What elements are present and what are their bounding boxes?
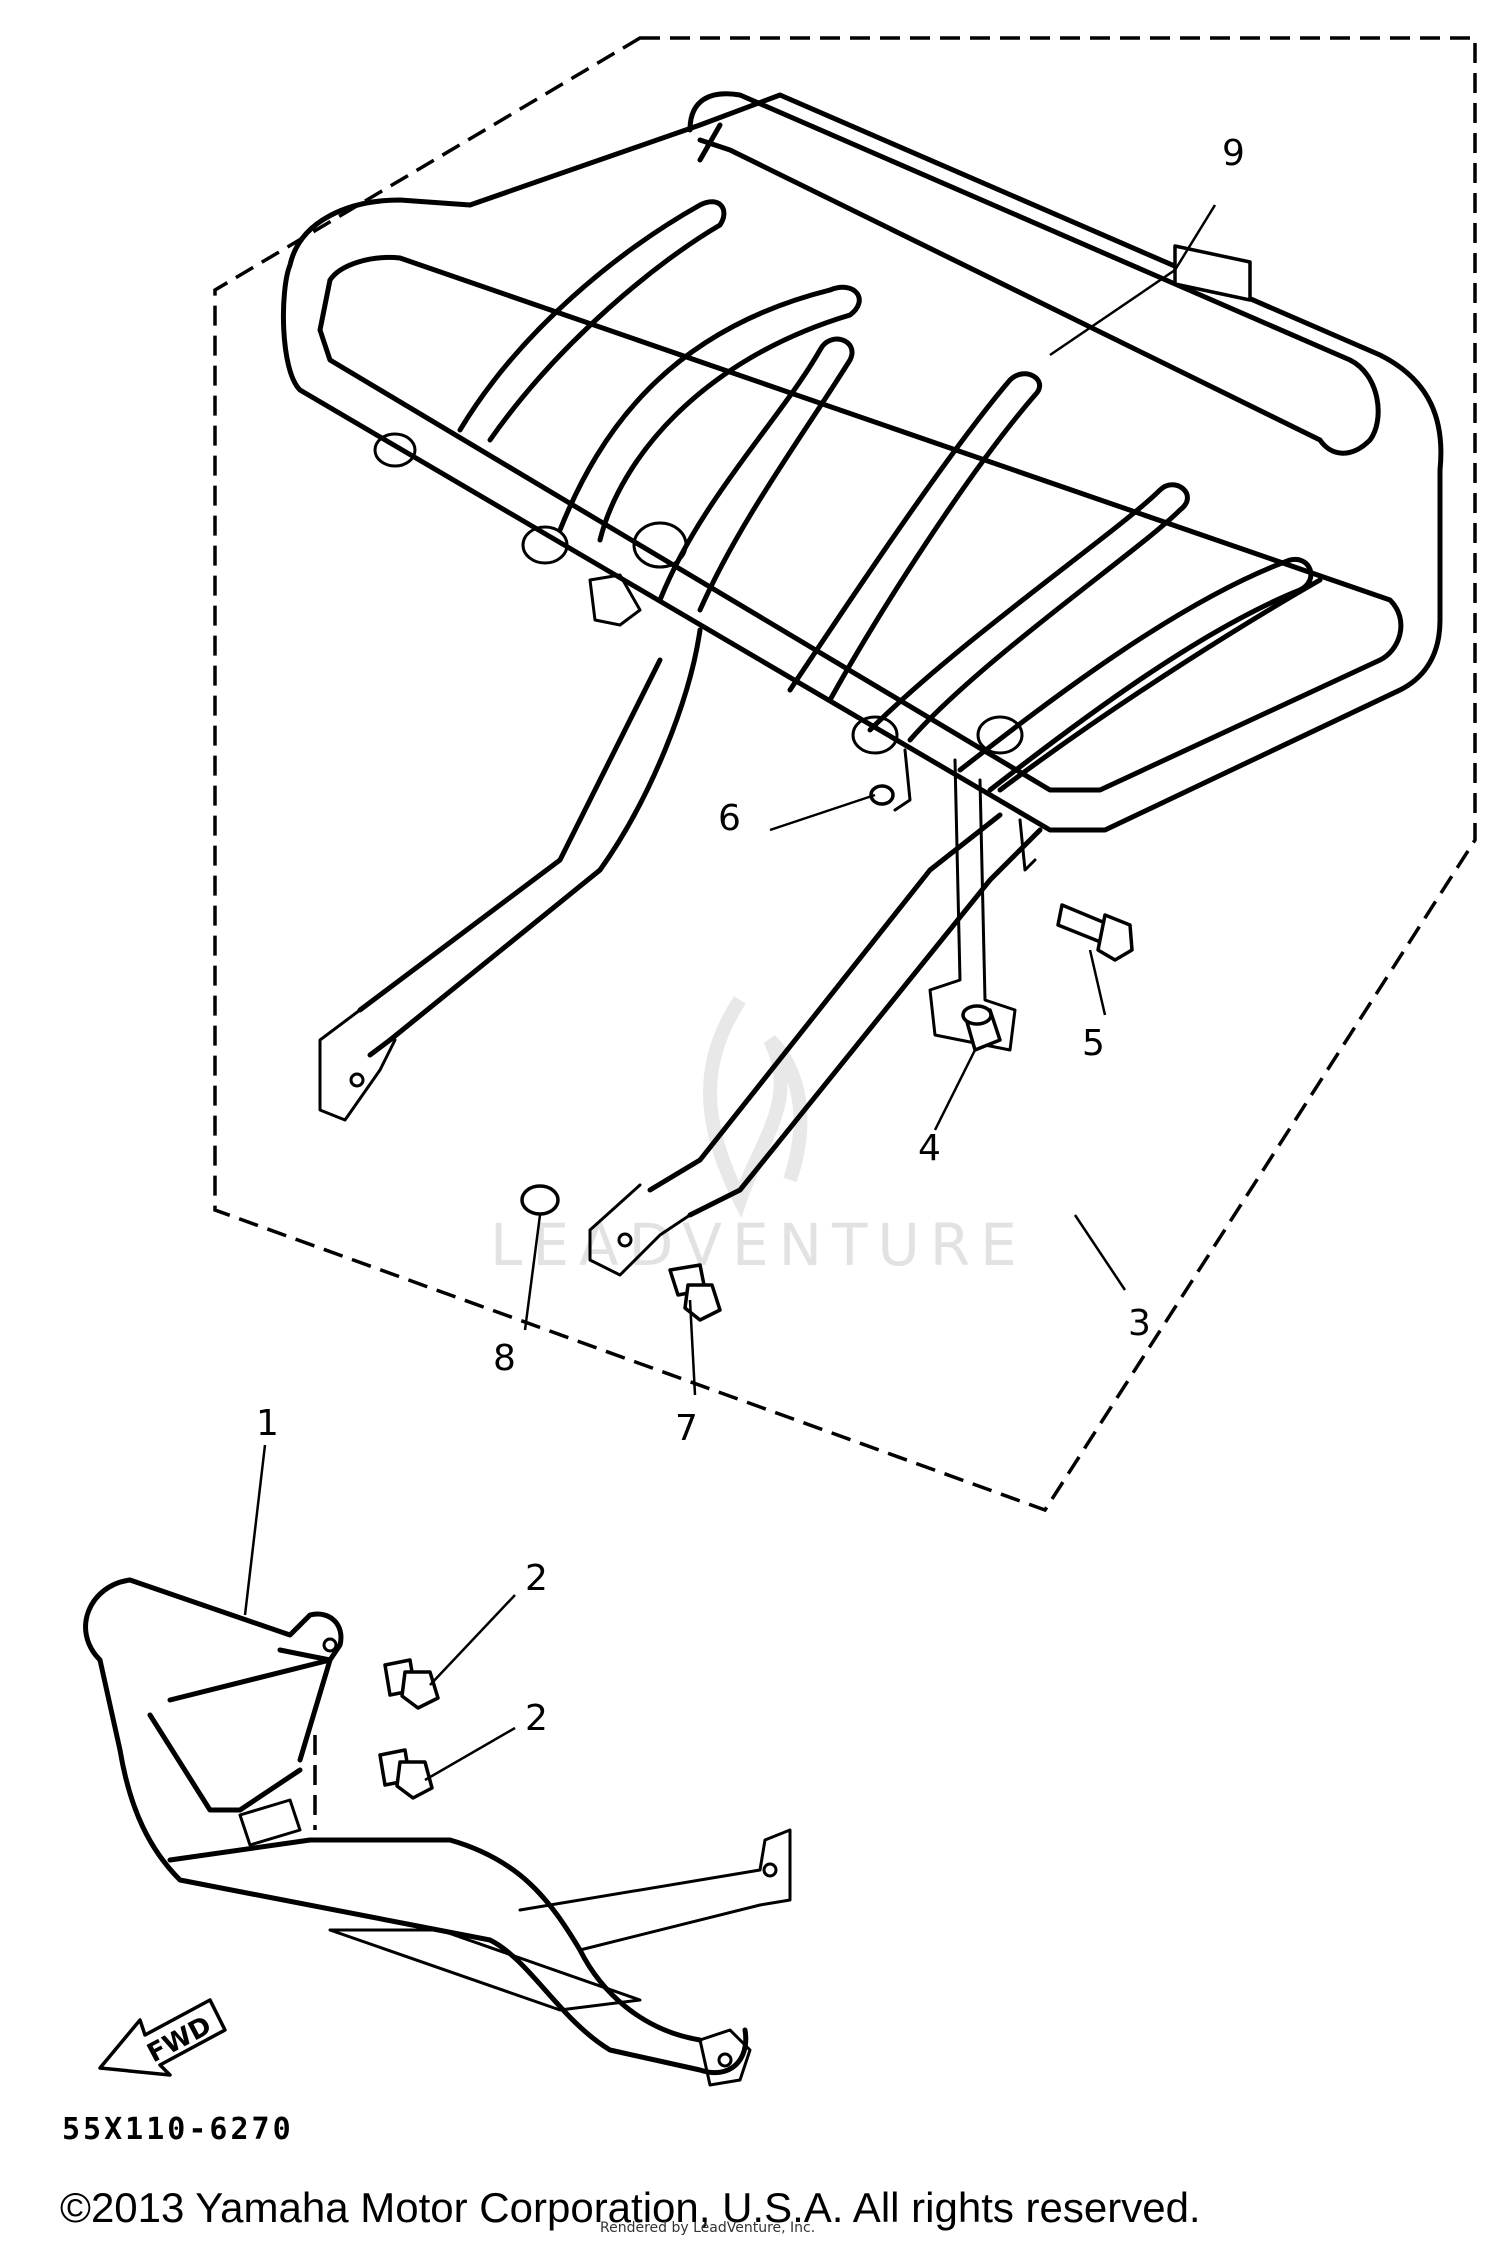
diagram-part-code: 55X110-6270 bbox=[62, 2112, 294, 2147]
bolt-part-2-lower bbox=[378, 1748, 434, 1800]
assembly-boundary-dashed bbox=[213, 36, 1477, 1513]
copyright-notice: ©2013 Yamaha Motor Corporation, U.S.A. A… bbox=[60, 2184, 1201, 2231]
callout-6: 6 bbox=[718, 798, 741, 839]
callout-5: 5 bbox=[1082, 1023, 1105, 1064]
bolt-part-5 bbox=[1056, 903, 1134, 962]
callout-2-lower: 2 bbox=[525, 1698, 548, 1739]
nut-part-8 bbox=[520, 1184, 560, 1216]
rear-carrier-rack bbox=[280, 91, 1444, 1277]
callout-1: 1 bbox=[256, 1403, 279, 1444]
callout-7: 7 bbox=[675, 1408, 698, 1449]
bolt-part-2-upper bbox=[383, 1658, 440, 1710]
callout-9: 9 bbox=[1222, 133, 1245, 174]
callout-4: 4 bbox=[918, 1128, 941, 1169]
callout-labels: 1 2 2 3 4 5 6 7 8 9 bbox=[256, 133, 1245, 1739]
bolt-part-7 bbox=[668, 1263, 722, 1322]
callout-2-upper: 2 bbox=[525, 1558, 548, 1599]
callout-3: 3 bbox=[1128, 1303, 1151, 1344]
nut-part-6 bbox=[869, 784, 895, 806]
leader-lines bbox=[243, 204, 1217, 1782]
watermark-flame-icon bbox=[703, 996, 808, 1219]
front-guard bbox=[83, 1577, 792, 2087]
forward-direction-arrow: FWD bbox=[98, 1998, 227, 2077]
watermark-text: LEADVENTURE bbox=[490, 1211, 1027, 1279]
watermark: LEADVENTURE bbox=[490, 996, 1027, 1279]
rendered-by-credit: Rendered by LeadVenture, Inc. bbox=[600, 2220, 816, 2236]
callout-8: 8 bbox=[493, 1338, 516, 1379]
